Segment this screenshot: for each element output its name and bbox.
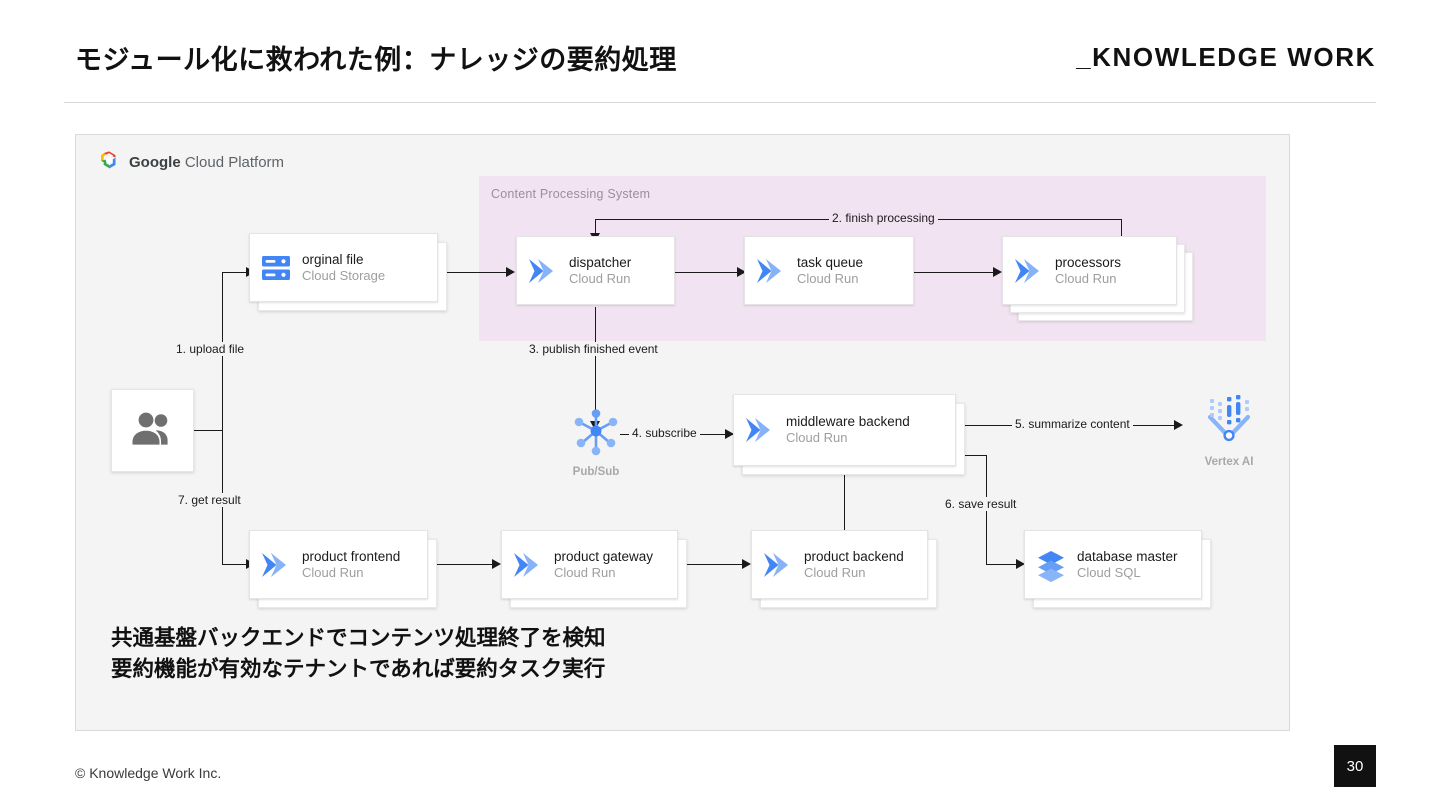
card-text: product gateway Cloud Run — [554, 548, 653, 582]
card-subtitle: Cloud Run — [569, 270, 631, 286]
gcp-brand: Google Cloud Platform — [98, 149, 284, 176]
diagram-caption: 共通基盤バックエンドでコンテンツ処理終了を検知 要約機能が有効なテナントであれば… — [111, 626, 606, 682]
card-text: product backend Cloud Run — [804, 548, 904, 582]
connector-to-database — [986, 564, 1018, 565]
card-title: product gateway — [554, 548, 654, 564]
arrow-to-task-queue — [737, 266, 746, 277]
card-subtitle: Cloud Run — [1055, 270, 1117, 286]
card-database-master[interactable]: database master Cloud SQL — [1024, 530, 1202, 599]
arrow-to-pubsub — [589, 421, 600, 430]
google-cloud-logo-icon — [98, 149, 120, 176]
card-title: middleware backend — [786, 414, 910, 430]
vertex-ai-label: Vertex AI — [1204, 456, 1254, 468]
edge-label-3: 3. publish finished event — [526, 342, 661, 356]
card-task-queue[interactable]: task queue Cloud Run — [744, 236, 914, 305]
edge-label-7: 7. get result — [175, 493, 244, 507]
card-title: product backend — [804, 548, 904, 564]
connector-gateway-to-backend — [678, 564, 744, 565]
arrow-to-middleware — [725, 428, 734, 439]
connector-task-queue-to-processors — [914, 272, 995, 273]
edge-label-4: 4. subscribe — [629, 426, 700, 440]
card-product-frontend[interactable]: product frontend Cloud Run — [249, 530, 428, 599]
connector-users-to-riser — [194, 430, 222, 431]
card-subtitle: Cloud Run — [797, 270, 859, 286]
card-title: processors — [1055, 254, 1122, 270]
users-icon — [129, 409, 177, 452]
gcp-diagram-canvas: Google Cloud Platform Content Processing… — [75, 134, 1290, 731]
cloud-sql-icon — [1025, 548, 1077, 582]
page-number-badge: 30 — [1334, 745, 1376, 787]
connector-file-to-dispatcher — [438, 272, 508, 273]
connector-to-product-frontend — [222, 564, 249, 565]
card-title: task queue — [797, 254, 864, 270]
node-pubsub[interactable]: Pub/Sub — [563, 405, 629, 478]
card-middleware-backend[interactable]: middleware backend Cloud Run — [733, 394, 956, 466]
card-subtitle: Cloud Run — [554, 564, 616, 580]
card-processors[interactable]: processors Cloud Run — [1002, 236, 1177, 305]
cloud-run-icon — [1003, 255, 1055, 287]
connector-dispatcher-to-task-queue — [675, 272, 739, 273]
card-title: product frontend — [302, 548, 401, 564]
edge-label-5: 5. summarize content — [1012, 417, 1133, 431]
connector-to-orginal-file — [222, 272, 249, 273]
vertex-ai-icon — [1200, 391, 1258, 452]
card-dispatcher[interactable]: dispatcher Cloud Run — [516, 236, 675, 305]
header-divider — [64, 102, 1376, 103]
arrow-to-gateway — [492, 558, 501, 569]
arrow-to-backend — [742, 558, 751, 569]
card-product-backend[interactable]: product backend Cloud Run — [751, 530, 928, 599]
gcp-brand-bold: Google — [129, 154, 181, 171]
cloud-run-icon — [745, 255, 797, 287]
arrow-to-vertex — [1174, 419, 1183, 430]
edge-label-6: 6. save result — [942, 497, 1020, 511]
cloud-run-icon — [250, 549, 302, 581]
edge-label-2: 2. finish processing — [829, 211, 938, 225]
card-text: task queue Cloud Run — [797, 254, 863, 288]
connector-down-to-dispatcher — [595, 219, 596, 237]
arrow-to-processors — [993, 266, 1002, 277]
arrow-to-database — [1016, 558, 1025, 569]
connector-dispatcher-to-pubsub — [595, 307, 596, 427]
node-users[interactable] — [111, 389, 194, 472]
card-subtitle: Cloud Run — [804, 564, 866, 580]
copyright-text: © Knowledge Work Inc. — [75, 765, 222, 781]
card-text: product frontend Cloud Run — [302, 548, 400, 582]
card-text: processors Cloud Run — [1055, 254, 1121, 288]
connector-frontend-to-gateway — [428, 564, 494, 565]
edge-label-1: 1. upload file — [173, 342, 248, 356]
card-subtitle: Cloud Run — [786, 430, 848, 446]
cloud-run-icon — [517, 255, 569, 287]
card-subtitle: Cloud SQL — [1077, 564, 1141, 580]
brand-logo: _KNOWLEDGE WORK — [1076, 42, 1376, 72]
card-text: dispatcher Cloud Run — [569, 254, 631, 288]
connector-middleware-out — [956, 455, 986, 456]
card-title: orginal file — [302, 251, 364, 267]
content-processing-system-label: Content Processing System — [491, 187, 651, 201]
cloud-run-icon — [502, 549, 554, 581]
card-text: orginal file Cloud Storage — [302, 251, 385, 285]
connector-backend-to-middleware — [844, 473, 845, 559]
pubsub-icon — [568, 405, 624, 462]
card-orginal-file[interactable]: orginal file Cloud Storage — [249, 233, 438, 302]
gcp-brand-rest: Cloud Platform — [180, 154, 285, 171]
card-text: database master Cloud SQL — [1077, 548, 1178, 582]
page-title: モジュール化に救われた例：ナレッジの要約処理 — [75, 45, 677, 75]
node-vertex-ai[interactable]: Vertex AI — [1189, 391, 1269, 468]
card-title: database master — [1077, 548, 1178, 564]
card-subtitle: Cloud Run — [302, 564, 364, 580]
card-subtitle: Cloud Storage — [302, 267, 386, 283]
card-text: middleware backend Cloud Run — [786, 413, 910, 447]
arrow-to-dispatcher — [506, 266, 515, 277]
pubsub-label: Pub/Sub — [572, 466, 620, 478]
cloud-storage-icon — [250, 253, 302, 283]
card-title: dispatcher — [569, 254, 632, 270]
cloud-run-icon — [752, 549, 804, 581]
card-product-gateway[interactable]: product gateway Cloud Run — [501, 530, 678, 599]
gcp-brand-label: Google Cloud Platform — [129, 154, 284, 171]
cloud-run-icon — [734, 414, 786, 446]
